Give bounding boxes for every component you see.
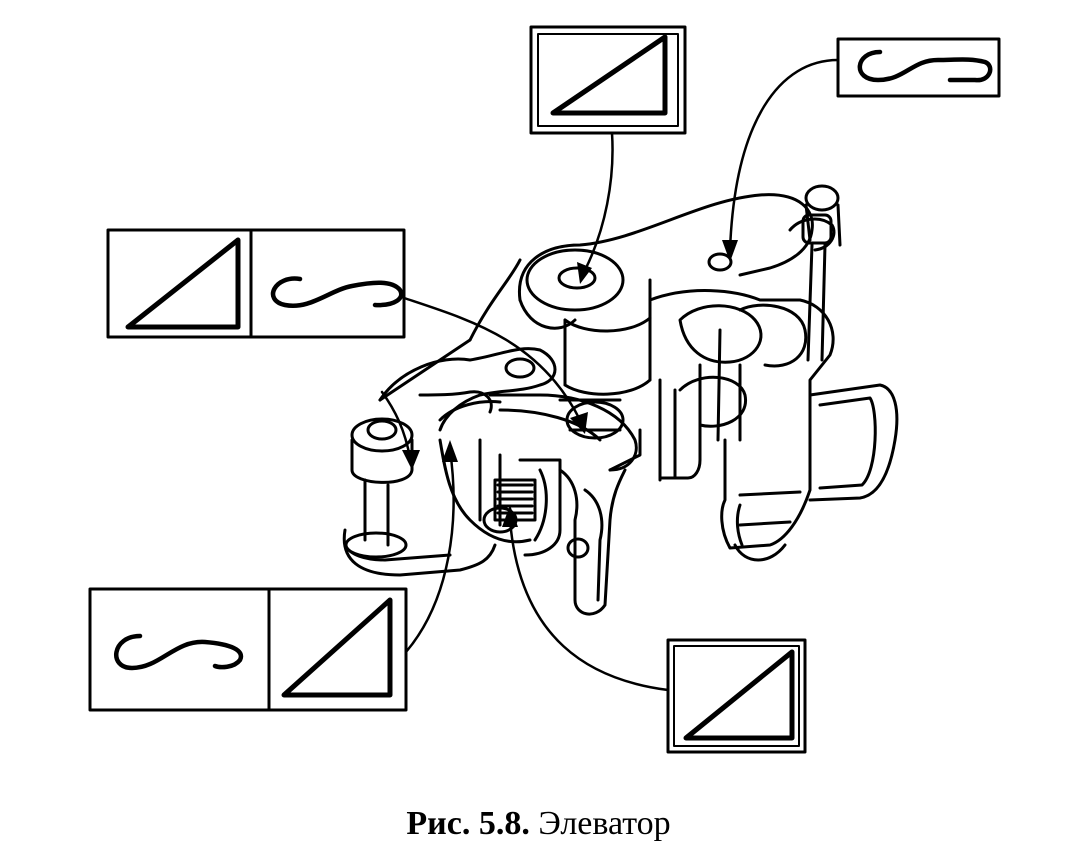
triangle-icon — [550, 34, 668, 116]
s-curve-icon — [857, 49, 993, 83]
arrow-top-right — [722, 240, 738, 262]
symbol-box-top-right — [836, 37, 1001, 98]
symbol-box-left-lower — [88, 587, 408, 712]
arrow-top-center — [577, 262, 592, 284]
caption-text: Элеватор — [538, 805, 671, 842]
leader-top-center — [583, 131, 614, 272]
s-curve-icon — [270, 276, 404, 309]
elevator-body — [342, 184, 899, 616]
triangle-icon — [683, 649, 795, 741]
figure-caption: Рис. 5.8. Элеватор — [0, 800, 1077, 848]
triangle-icon — [125, 237, 241, 330]
symbol-box-left-upper — [106, 228, 406, 339]
symbol-box-bottom-right — [666, 638, 807, 754]
leader-bottom-right — [508, 518, 670, 692]
leader-lines — [380, 58, 840, 692]
symbol-box-top-center — [529, 25, 687, 135]
leader-left-lower — [404, 448, 455, 654]
elevator-diagram — [88, 25, 1001, 754]
arrow-left-lower — [442, 440, 458, 462]
leader-left-upper — [402, 296, 582, 422]
triangle-icon — [281, 597, 393, 698]
caption-label: Рис. 5.8. — [406, 805, 530, 842]
s-curve-icon — [114, 633, 244, 671]
leader-top-right — [728, 58, 840, 252]
